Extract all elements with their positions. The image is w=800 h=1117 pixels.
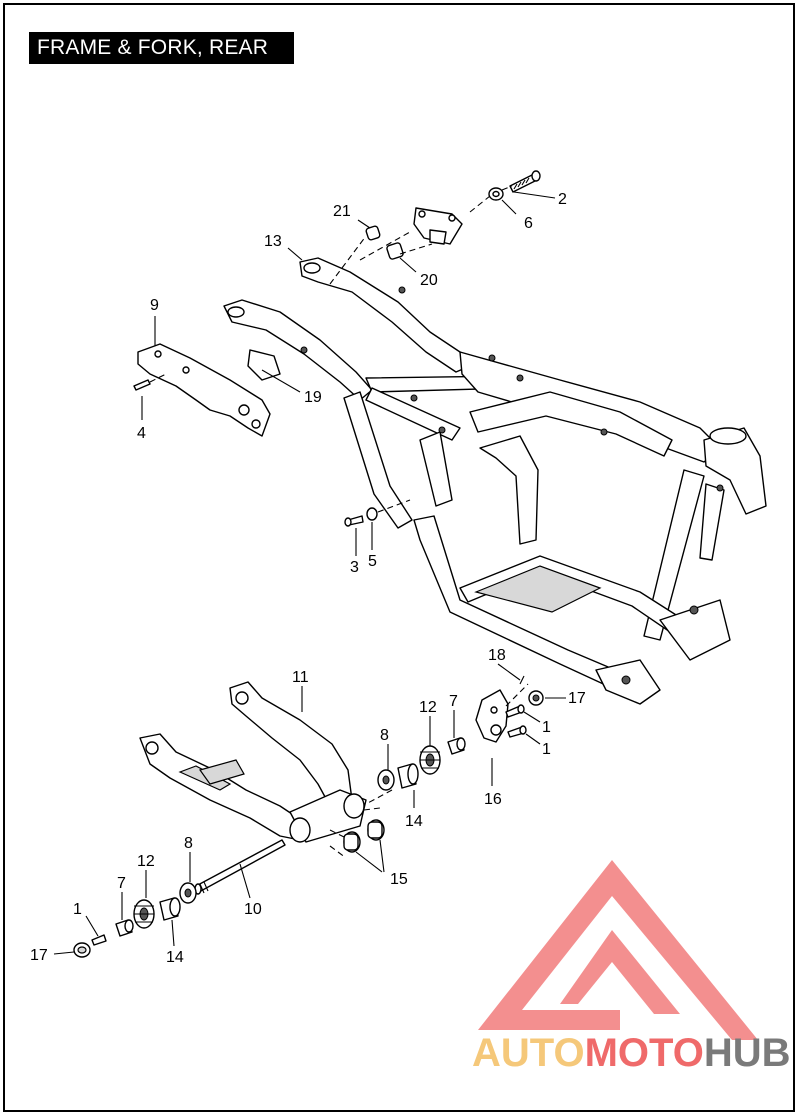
callout-5: 5 (368, 553, 377, 570)
callout-19: 19 (304, 389, 322, 406)
callout-7-right: 7 (449, 693, 458, 710)
main-frame (223, 257, 767, 705)
callout-11: 11 (292, 669, 309, 686)
callout-15: 15 (390, 871, 408, 888)
callout-8-right: 8 (380, 727, 389, 744)
pivot-bracket-16 (475, 675, 544, 743)
callout-1-lower: 1 (542, 741, 551, 758)
swingarm (139, 681, 367, 843)
pivot-shaft-10 (194, 839, 286, 895)
callout-8-left: 8 (184, 835, 193, 852)
callout-14-left: 14 (166, 949, 184, 966)
watermark-text: AUTOMOTOHUB (472, 1031, 791, 1075)
callout-9: 9 (150, 297, 159, 314)
callout-2: 2 (558, 191, 567, 208)
right-pivot-stack (329, 737, 466, 859)
callout-13: 13 (264, 233, 282, 250)
page-border (3, 3, 795, 1112)
callout-10: 10 (244, 901, 262, 918)
callout-3: 3 (350, 559, 359, 576)
left-pivot-stack (73, 882, 197, 958)
side-cover-group (133, 343, 281, 437)
page-title: FRAME & FORK, REAR (29, 32, 294, 64)
callout-1-left: 1 (73, 901, 82, 918)
callout-7-left: 7 (117, 875, 126, 892)
callout-1-upper: 1 (542, 719, 551, 736)
callout-labels: 2 6 21 20 13 9 19 4 3 5 18 17 11 12 7 1 … (30, 191, 586, 966)
callout-17-right: 17 (568, 690, 586, 707)
callout-20: 20 (420, 272, 438, 289)
callout-18: 18 (488, 647, 506, 664)
top-bracket-group (329, 170, 541, 285)
callout-12-left: 12 (137, 853, 155, 870)
callout-16: 16 (484, 791, 502, 808)
callout-17-left: 17 (30, 947, 48, 964)
screw-washer-3-5 (344, 499, 411, 527)
callout-14-right: 14 (405, 813, 423, 830)
leader-lines (53, 191, 566, 955)
watermark-logo: AUTOMOTOHUB (472, 860, 791, 1075)
callout-21: 21 (333, 203, 351, 220)
callout-12-right: 12 (419, 699, 437, 716)
callout-4: 4 (137, 425, 146, 442)
callout-6: 6 (524, 215, 533, 232)
